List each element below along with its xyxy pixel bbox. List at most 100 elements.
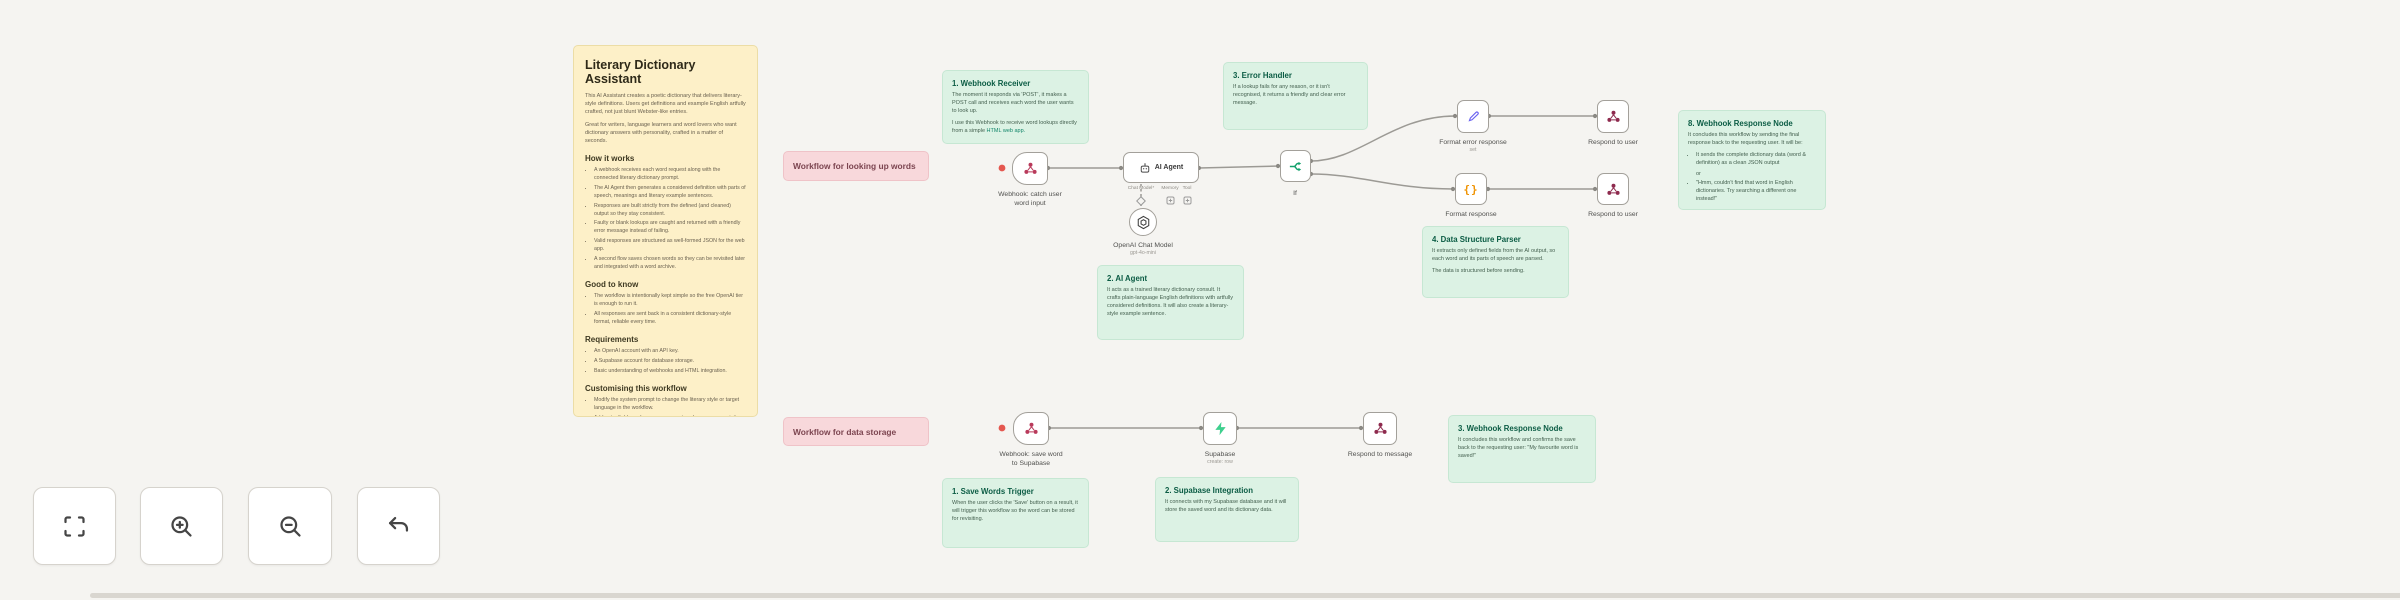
note-link[interactable]: HTML web app. [986, 127, 1026, 134]
sticky-note-webhook-response-storage[interactable]: 3. Webhook Response Node It concludes th… [1448, 415, 1596, 483]
list-item: "Hmm, couldn't find that word in English… [1696, 180, 1816, 204]
note-or: or [1696, 170, 1701, 177]
horizontal-scrollbar[interactable] [90, 593, 2400, 598]
list-item: The workflow is intentionally kept simpl… [594, 293, 746, 309]
if-branch-icon [1289, 161, 1302, 171]
node-label-webhook-save: Webhook: save word to Supabase [970, 450, 1092, 468]
openai-icon [1137, 215, 1149, 229]
note-heading-good-to-know: Good to know [585, 280, 639, 290]
list-item: It sends the complete dictionary data (w… [1696, 152, 1816, 168]
note-title: 3. Error Handler [1233, 71, 1292, 80]
node-supabase[interactable] [1203, 412, 1237, 445]
sticky-note-webhook-response-lookup[interactable]: 8. Webhook Response Node It concludes th… [1678, 110, 1826, 210]
label-line: to Supabase [1011, 460, 1051, 468]
node-respond-to-message[interactable] [1363, 412, 1397, 445]
supabase-icon [1214, 421, 1226, 436]
label-line: word input [1014, 200, 1046, 208]
undo-icon [388, 516, 409, 532]
note-how-list: A webhook receives each word request alo… [585, 167, 746, 272]
note-title: 1. Webhook Receiver [952, 79, 1031, 88]
section-label: Workflow for data storage [793, 426, 897, 437]
respond-webhook-icon [1606, 183, 1620, 195]
note-req-list: An OpenAI account with an API key. A Sup… [585, 348, 746, 376]
node-format-error-response[interactable] [1457, 100, 1489, 133]
node-format-response[interactable]: {} [1455, 173, 1487, 205]
sticky-note-literary-dictionary[interactable]: Literary Dictionary Assistant This AI As… [573, 45, 758, 417]
sticky-note-webhook-receiver[interactable]: 1. Webhook Receiver The moment it respon… [942, 70, 1089, 144]
list-item: An OpenAI account with an API key. [594, 348, 746, 356]
node-respond-to-user-bottom[interactable] [1597, 173, 1629, 205]
node-webhook-save[interactable] [1013, 412, 1049, 445]
section-label: Workflow for looking up words [793, 161, 916, 171]
list-item: Add extra fields such as synonyms, etymo… [594, 415, 746, 417]
undo-button[interactable] [357, 487, 440, 565]
label-subtitle: set [1469, 147, 1477, 154]
node-label-webhook-lookup: Webhook: catch user word input [970, 190, 1090, 208]
note-title: 1. Save Words Trigger [952, 487, 1034, 496]
connector-label-memory: Memory [1161, 186, 1179, 191]
sticky-label-workflow-storage[interactable]: Workflow for data storage [783, 417, 929, 446]
list-item: A webhook receives each word request alo… [594, 167, 746, 183]
ai-subconnector-endpoints [1136, 196, 1192, 206]
list-item: The AI Agent then generates a considered… [594, 185, 746, 201]
list-item: Basic understanding of webhooks and HTML… [594, 368, 746, 376]
zoom-in-icon [171, 515, 192, 537]
zoom-out-icon [279, 515, 301, 537]
node-respond-to-user-top[interactable] [1597, 100, 1629, 133]
note-body: It concludes this workflow by sending th… [1688, 132, 1803, 146]
sticky-note-ai-agent[interactable]: 2. AI Agent It acts as a trained literar… [1097, 265, 1244, 340]
note-body: It extracts only defined fields from the… [1432, 248, 1556, 262]
label-subtitle: create: row [1207, 459, 1233, 466]
fit-view-icon [64, 515, 85, 537]
list-item: Faulty or blank lookups are caught and r… [594, 220, 746, 236]
node-label-respond-to-user-top: Respond to user [1588, 139, 1638, 146]
sticky-note-supabase-integration[interactable]: 2. Supabase Integration It connects with… [1155, 477, 1299, 542]
note-body: It acts as a trained literary dictionary… [1107, 287, 1233, 317]
note-list: "Hmm, couldn't find that word in English… [1688, 180, 1816, 204]
note-body-text: I use this Webhook to receive word looku… [952, 119, 1077, 134]
respond-webhook-icon [1373, 422, 1387, 434]
note-title: Literary Dictionary Assistant [585, 58, 696, 86]
label-line: Webhook: save word [999, 451, 1063, 458]
note-title: 2. Supabase Integration [1165, 486, 1253, 495]
note-body: The moment it responds via 'POST', it ma… [952, 92, 1074, 114]
node-label-format-response: Format response [1445, 211, 1497, 218]
note-body: When the user clicks the 'Save' button o… [952, 500, 1078, 522]
note-heading-requirements: Requirements [585, 334, 639, 344]
note-intro-2: Great for writers, language learners and… [585, 121, 737, 144]
note-body: It concludes this workflow and confirms … [1458, 437, 1579, 459]
note-know-list: The workflow is intentionally kept simpl… [585, 293, 746, 327]
node-webhook-lookup[interactable] [1012, 152, 1048, 185]
label-subtitle: gpt-4o-mini [1130, 250, 1156, 257]
list-item: Responses are built strictly from the de… [594, 203, 746, 219]
node-label-openai-chat-model: OpenAI Chat Model gpt-4o-mini [1083, 241, 1203, 257]
robot-icon [1140, 162, 1149, 173]
node-label-respond-to-message: Respond to message [1347, 451, 1413, 458]
list-item: A second flow saves chosen words so they… [594, 256, 746, 272]
sticky-note-save-words-trigger[interactable]: 1. Save Words Trigger When the user clic… [942, 478, 1089, 548]
node-ai-agent[interactable]: AI Agent [1123, 152, 1199, 183]
sticky-label-workflow-lookup[interactable]: Workflow for looking up words [783, 151, 929, 181]
sticky-note-data-structure-parser[interactable]: 4. Data Structure Parser It extracts onl… [1422, 226, 1569, 298]
pencil-icon [1467, 111, 1479, 122]
list-item: Valid responses are structured as well-f… [594, 238, 746, 254]
node-label-respond-to-user-bottom: Respond to user [1588, 211, 1638, 218]
list-item: Modify the system prompt to change the l… [594, 397, 746, 413]
node-if[interactable] [1280, 150, 1311, 182]
label-line: OpenAI Chat Model [1113, 242, 1173, 249]
node-openai-chat-model[interactable] [1129, 208, 1157, 236]
note-heading-customising: Customising this workflow [585, 383, 687, 393]
note-body: If a lookup fails for any reason, or it … [1233, 84, 1346, 106]
list-item: A Supabase account for database storage. [594, 358, 746, 366]
respond-webhook-icon [1606, 110, 1620, 122]
sticky-note-error-handler[interactable]: 3. Error Handler If a lookup fails for a… [1223, 62, 1368, 130]
note-body: The data is structured before sending. [1432, 267, 1525, 274]
note-list: It sends the complete dictionary data (w… [1688, 152, 1816, 168]
node-title: AI Agent [1154, 164, 1184, 171]
webhook-icon [1024, 422, 1038, 434]
zoom-in-button[interactable] [140, 487, 223, 565]
node-label-if: If [1293, 190, 1297, 197]
fit-view-button[interactable] [33, 487, 116, 565]
zoom-out-button[interactable] [248, 487, 332, 565]
